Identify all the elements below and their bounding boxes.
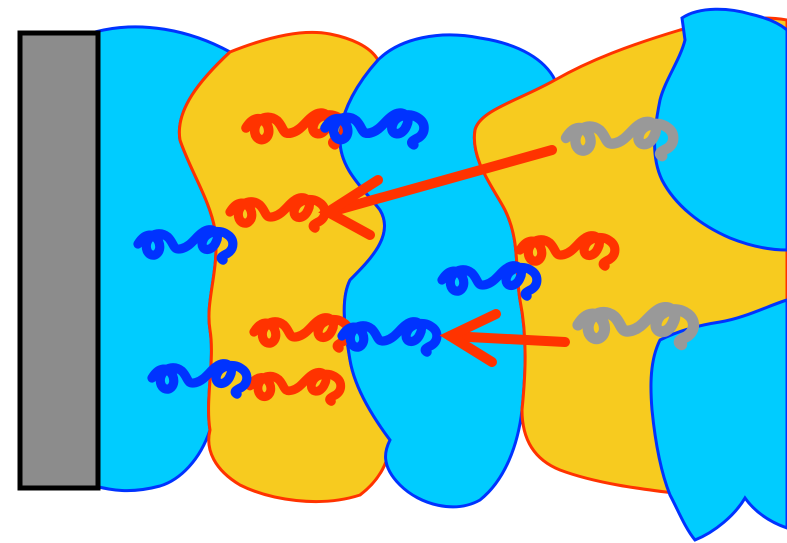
blue-domain-4 xyxy=(651,300,787,540)
gray-substrate-rect xyxy=(20,33,98,488)
